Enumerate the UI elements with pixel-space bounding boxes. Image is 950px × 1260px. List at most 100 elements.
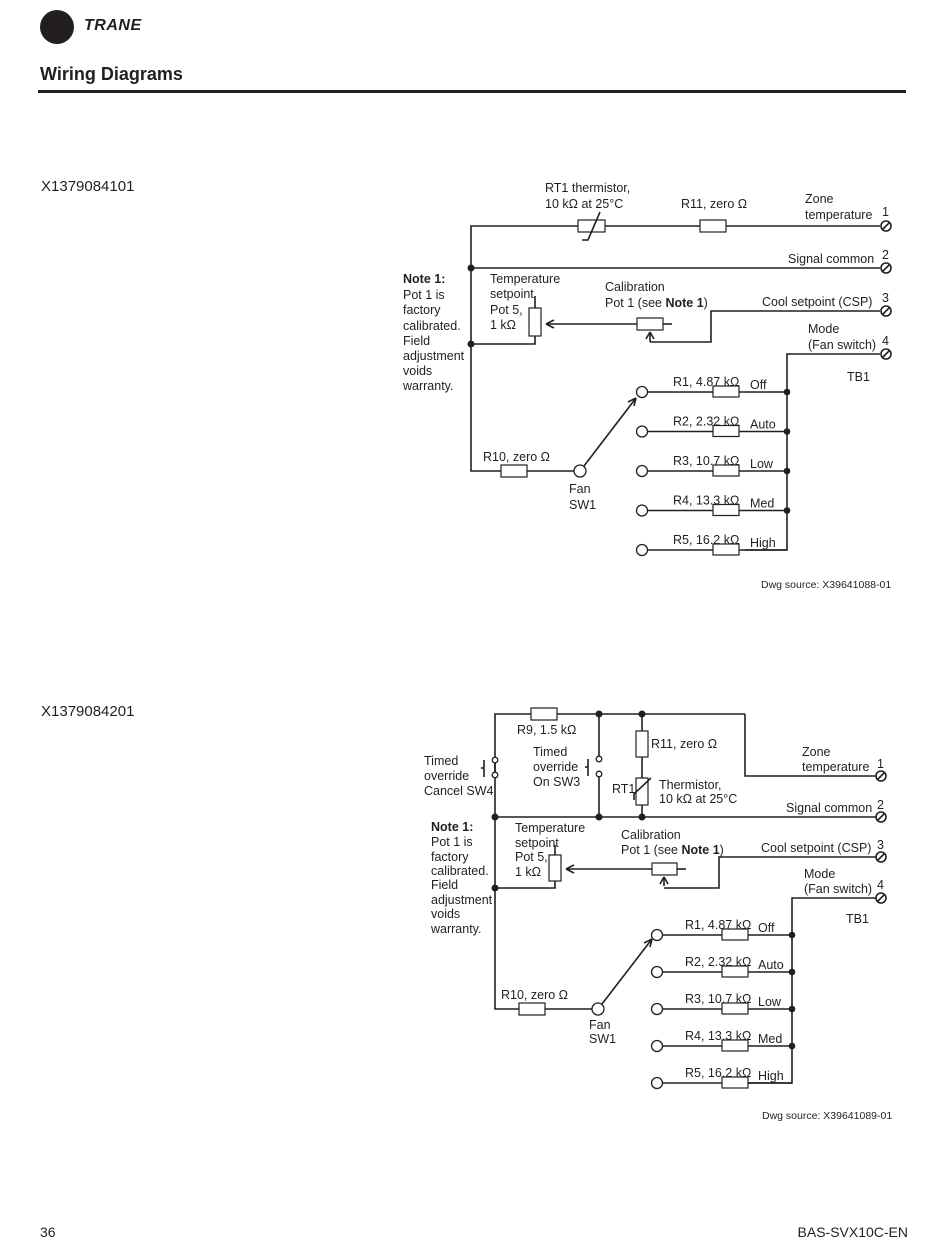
svg-text:warranty.: warranty.	[430, 922, 481, 936]
mode-label-line1: Mode	[808, 322, 839, 336]
resistor-label: R3, 10.7 kΩ	[673, 454, 739, 468]
resistor-label: R2, 2.32 kΩ	[673, 415, 739, 429]
svg-text:calibrated.: calibrated.	[431, 864, 489, 878]
pot5-resistor	[528, 307, 542, 337]
note-text: Pot 1 is factory calibrated. Field adjus…	[402, 288, 465, 393]
csp-label: Cool setpoint (CSP)	[761, 841, 871, 855]
mode-label: Off	[750, 378, 767, 392]
mode-label-line2: (Fan switch)	[804, 882, 872, 896]
mode-label-line1: Mode	[804, 867, 835, 881]
fan-label-line1: Fan	[589, 1018, 611, 1032]
terminal-3-label: 3	[877, 838, 884, 852]
calibration-label-line2: Pot 1 (see Note 1)	[621, 843, 724, 857]
thermistor-label-line2: 10 kΩ at 25°C	[659, 792, 737, 806]
signal-common-label: Signal common	[786, 801, 872, 815]
svg-text:Timed: Timed	[533, 745, 567, 759]
resistor-label: R5, 16.2 kΩ	[673, 533, 739, 547]
fan-mode-row-high: R5, 16.2 kΩ High	[635, 533, 787, 557]
svg-text:setpoint: setpoint	[515, 836, 559, 850]
dwg-source-1: Dwg source: X39641088-01	[761, 579, 891, 591]
fan-label-line1: Fan	[569, 482, 591, 496]
svg-text:warranty.: warranty.	[402, 379, 453, 393]
r11-resistor	[635, 730, 649, 758]
svg-text:adjustment: adjustment	[403, 349, 465, 363]
pot1-resistor	[651, 862, 678, 876]
r11-label: R11, zero Ω	[681, 197, 747, 211]
svg-text:Pot 1 is: Pot 1 is	[431, 835, 473, 849]
calibration-label-line1: Calibration	[621, 828, 681, 842]
terminal-1-label: 1	[882, 205, 889, 219]
fan-mode-row-off: R1, 4.87 kΩ Off	[635, 375, 791, 399]
fan-mode-row-auto: R2, 2.32 kΩ Auto	[635, 415, 791, 438]
resistor-label: R4, 13.3 kΩ	[673, 494, 739, 508]
temperature-setpoint-label: Temperature setpoint Pot 5, 1 kΩ	[515, 821, 585, 879]
tb1-label: TB1	[846, 912, 869, 926]
diagram1-id: X1379084101	[41, 178, 135, 195]
trane-logo	[40, 10, 74, 44]
svg-text:Field: Field	[403, 334, 430, 348]
r9-label: R9, 1.5 kΩ	[517, 723, 576, 737]
r10-resistor	[500, 464, 528, 478]
r9-resistor	[530, 707, 558, 721]
svg-text:calibrated.: calibrated.	[403, 319, 461, 333]
resistor-label: R1, 4.87 kΩ	[673, 375, 739, 389]
tb1-label: TB1	[847, 370, 870, 384]
svg-text:Cancel SW4: Cancel SW4	[424, 784, 494, 798]
note-text: Pot 1 is factory calibrated. Field adjus…	[430, 835, 493, 936]
svg-text:Temperature: Temperature	[515, 821, 585, 835]
mode-label: Med	[750, 497, 774, 511]
svg-text:Pot 5,: Pot 5,	[490, 303, 523, 317]
terminal-2-label: 2	[882, 248, 889, 262]
r10-resistor	[518, 1002, 546, 1016]
document-code: BAS-SVX10C-EN	[797, 1224, 908, 1240]
mode-label-line2: (Fan switch)	[808, 338, 876, 352]
svg-text:Timed: Timed	[424, 754, 458, 768]
sw3-label: Timed override On SW3	[533, 745, 580, 789]
pot5-resistor	[548, 854, 562, 882]
svg-text:On SW3: On SW3	[533, 775, 580, 789]
zone-label-line1: Zone	[802, 745, 831, 759]
svg-text:adjustment: adjustment	[431, 893, 493, 907]
fan-mode-row-med: R4, 13.3 kΩ Med	[650, 1029, 796, 1053]
zone-label-line2: temperature	[802, 760, 869, 774]
resistor-label: R2, 2.32 kΩ	[685, 955, 751, 969]
svg-text:voids: voids	[403, 364, 432, 378]
terminal-4-label: 4	[882, 334, 889, 348]
calibration-label-line2: Pot 1 (see Note 1)	[605, 296, 708, 310]
brand-name: TRANE	[84, 17, 142, 34]
svg-text:factory: factory	[431, 850, 469, 864]
mode-label: Med	[758, 1032, 782, 1046]
fan-switch-contact	[650, 1039, 664, 1053]
fan-label-line2: SW1	[569, 498, 596, 512]
signal-common-label: Signal common	[788, 252, 874, 266]
svg-text:Field: Field	[431, 878, 458, 892]
r11-resistor	[699, 219, 727, 233]
fan-switch-common	[573, 464, 587, 478]
resistor-label: R1, 4.87 kΩ	[685, 918, 751, 932]
fan-mode-row-med: R4, 13.3 kΩ Med	[635, 494, 791, 517]
terminal-2-label: 2	[877, 798, 884, 812]
mode-label: Auto	[750, 418, 776, 432]
mode-label: High	[750, 536, 776, 550]
resistor-label: R4, 13.3 kΩ	[685, 1029, 751, 1043]
svg-text:factory: factory	[403, 303, 441, 317]
svg-text:Pot 5,: Pot 5,	[515, 850, 548, 864]
fan-label-line2: SW1	[589, 1032, 616, 1046]
note-title: Note 1:	[403, 272, 445, 286]
svg-text:setpoint: setpoint	[490, 287, 534, 301]
fan-switch-contact	[650, 928, 664, 942]
svg-text:voids: voids	[431, 907, 460, 921]
csp-label: Cool setpoint (CSP)	[762, 295, 872, 309]
title-rule	[38, 90, 906, 93]
temperature-setpoint-label: Temperature setpoint Pot 5, 1 kΩ	[490, 272, 560, 332]
note-title: Note 1:	[431, 820, 473, 834]
fan-switch-contact	[650, 1076, 664, 1090]
zone-label-line2: temperature	[805, 208, 872, 222]
r10-label: R10, zero Ω	[483, 450, 550, 464]
diagram2-id: X1379084201	[41, 703, 135, 720]
fan-switch-contact	[650, 965, 664, 979]
